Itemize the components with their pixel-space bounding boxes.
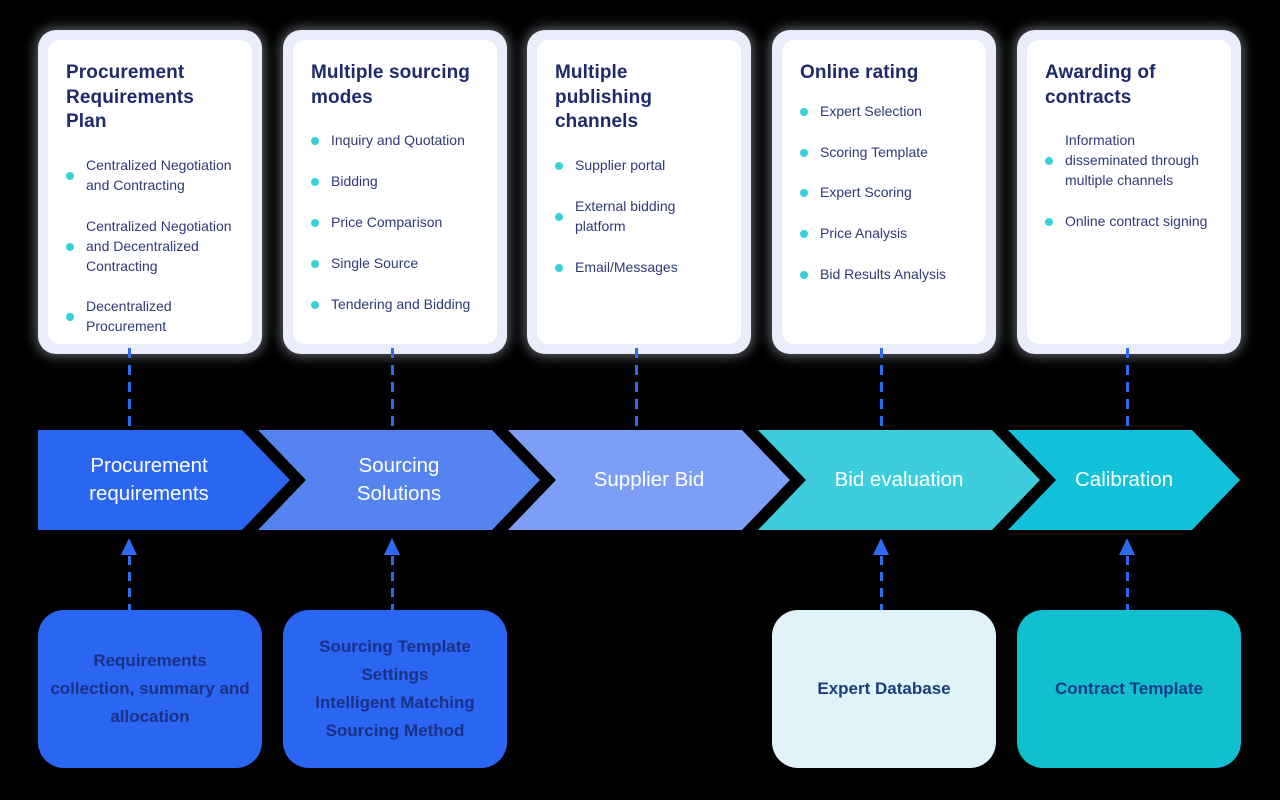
box-expert-database: Expert Database xyxy=(772,610,996,768)
list-item-label: Supplier portal xyxy=(575,157,666,174)
card-body: Multiple sourcing modes Inquiry and Quot… xyxy=(293,40,497,344)
card-title: Multiple sourcing modes xyxy=(311,62,470,108)
list-item-label: Tendering and Bidding xyxy=(331,295,471,312)
dashed-connector-down xyxy=(1126,348,1129,430)
list-item-label: Inquiry and Quotation xyxy=(331,132,465,149)
list-item-label: Single Source xyxy=(331,255,419,271)
list-item-label: External bidding platform xyxy=(575,197,676,234)
list-item: External bidding platform xyxy=(555,197,727,237)
bullet-dot-icon xyxy=(311,219,319,228)
list-item-label: Online contract signing xyxy=(1065,213,1208,229)
card-title: Online rating xyxy=(800,62,919,83)
dashed-connector-down xyxy=(391,348,394,430)
dashed-connector-down xyxy=(128,348,131,430)
flow-step-supplier-bid: Supplier Bid xyxy=(508,430,790,530)
bullet-dot-icon xyxy=(800,189,808,198)
card-body: Multiple publishing channels Supplier po… xyxy=(537,40,741,344)
list-item: Centralized Negotiation and Contracting xyxy=(66,156,238,196)
bullet-dot-icon xyxy=(311,259,319,268)
card-title: Procurement Requirements Plan xyxy=(66,62,194,133)
bullet-dot-icon xyxy=(800,148,808,157)
bullet-dot-icon xyxy=(311,178,319,187)
flow-step-calibration: Calibration xyxy=(1008,430,1240,530)
list-item: Scoring Template xyxy=(800,143,972,163)
up-arrowhead-icon xyxy=(384,538,400,555)
list-item-label: Price Comparison xyxy=(331,214,443,231)
bullet-dot-icon xyxy=(311,137,319,146)
up-arrowhead-icon xyxy=(121,538,137,555)
card-bullet-list: Supplier portal External bidding platfor… xyxy=(555,156,727,278)
card-online-rating: Online rating Expert Selection Scoring T… xyxy=(772,30,996,354)
list-item-label: Price Analysis xyxy=(820,225,908,242)
box-contract-template: Contract Template xyxy=(1017,610,1241,768)
list-item-label: Centralized Negotiation and Decentralize… xyxy=(86,217,232,274)
bullet-dot-icon xyxy=(555,212,563,221)
bullet-dot-icon xyxy=(800,107,808,116)
card-bullet-list: Information disseminated through multipl… xyxy=(1045,131,1217,232)
bullet-dot-icon xyxy=(800,230,808,239)
card-body: Online rating Expert Selection Scoring T… xyxy=(782,40,986,344)
list-item-label: Email/Messages xyxy=(575,258,678,275)
list-item: Bid Results Analysis xyxy=(800,265,972,285)
list-item-label: Information disseminated through multipl… xyxy=(1065,132,1199,189)
card-awarding-of-contracts: Awarding of contracts Information dissem… xyxy=(1017,30,1241,354)
list-item-label: Scoring Template xyxy=(820,143,928,160)
dashed-connector-down xyxy=(635,348,638,430)
list-item: Decentralized Procurement xyxy=(66,297,238,337)
card-body: Awarding of contracts Information dissem… xyxy=(1027,40,1231,344)
bullet-dot-icon xyxy=(1045,157,1053,166)
list-item: Online contract signing xyxy=(1045,212,1217,232)
card-bullet-list: Expert Selection Scoring Template Expert… xyxy=(800,102,972,285)
bullet-dot-icon xyxy=(800,271,808,280)
bullet-dot-icon xyxy=(66,313,74,322)
flow-step-sourcing-solutions: Sourcing Solutions xyxy=(258,430,540,530)
list-item-label: Expert Scoring xyxy=(820,184,912,201)
list-item: Bidding xyxy=(311,172,483,192)
card-procurement-requirements-plan: Procurement Requirements Plan Centralize… xyxy=(38,30,262,354)
card-multiple-sourcing-modes: Multiple sourcing modes Inquiry and Quot… xyxy=(283,30,507,354)
box-sourcing-template-settings: Sourcing Template Settings Intelligent M… xyxy=(283,610,507,768)
up-arrowhead-icon xyxy=(1119,538,1135,555)
list-item: Centralized Negotiation and Decentralize… xyxy=(66,217,238,277)
bullet-dot-icon xyxy=(555,263,563,272)
bullet-dot-icon xyxy=(1045,217,1053,226)
box-requirements-collection: Requirements collection, summary and all… xyxy=(38,610,262,768)
flow-step-procurement-requirements: Procurement requirements xyxy=(38,430,290,530)
list-item: Tendering and Bidding xyxy=(311,295,483,315)
list-item: Information disseminated through multipl… xyxy=(1045,131,1217,191)
list-item: Supplier portal xyxy=(555,156,727,176)
list-item: Single Source xyxy=(311,254,483,274)
dashed-connector-up xyxy=(1126,556,1129,612)
bullet-dot-icon xyxy=(555,162,563,170)
list-item-label: Bidding xyxy=(331,173,378,190)
bullet-dot-icon xyxy=(66,242,74,251)
card-multiple-publishing-channels: Multiple publishing channels Supplier po… xyxy=(527,30,751,354)
list-item-label: Decentralized Procurement xyxy=(86,298,172,335)
dashed-connector-up xyxy=(880,556,883,612)
list-item: Inquiry and Quotation xyxy=(311,131,483,151)
list-item: Price Comparison xyxy=(311,213,483,233)
list-item: Expert Scoring xyxy=(800,183,972,203)
list-item: Expert Selection xyxy=(800,102,972,122)
list-item-label: Centralized Negotiation and Contracting xyxy=(86,157,232,193)
card-title: Multiple publishing channels xyxy=(555,62,653,133)
up-arrowhead-icon xyxy=(873,538,889,555)
bullet-dot-icon xyxy=(311,300,319,309)
list-item: Price Analysis xyxy=(800,224,972,244)
dashed-connector-down xyxy=(880,348,883,430)
list-item-label: Bid Results Analysis xyxy=(820,266,947,283)
dashed-connector-up xyxy=(391,556,394,612)
flow-step-bid-evaluation: Bid evaluation xyxy=(758,430,1040,530)
card-title: Awarding of contracts xyxy=(1045,62,1156,108)
list-item: Email/Messages xyxy=(555,258,727,278)
card-body: Procurement Requirements Plan Centralize… xyxy=(48,40,252,344)
card-bullet-list: Centralized Negotiation and Contracting … xyxy=(66,156,238,337)
list-item-label: Expert Selection xyxy=(820,102,922,119)
dashed-connector-up xyxy=(128,556,131,612)
card-bullet-list: Inquiry and Quotation Bidding Price Comp… xyxy=(311,131,483,314)
bullet-dot-icon xyxy=(66,171,74,180)
